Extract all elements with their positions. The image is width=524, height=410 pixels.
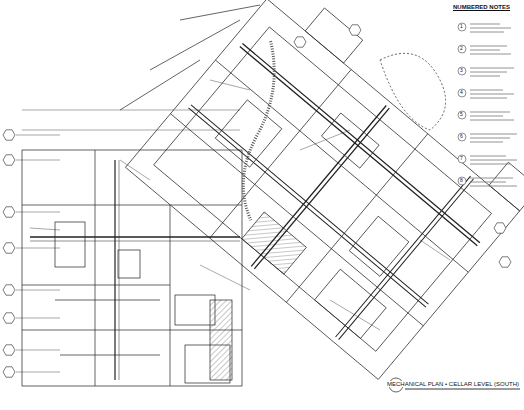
note-number: 4 bbox=[459, 90, 464, 95]
diagonal-wing bbox=[125, 0, 524, 379]
note-number: 3 bbox=[459, 68, 464, 73]
note-number: 6 bbox=[459, 134, 464, 139]
grid-bubbles bbox=[3, 25, 511, 377]
note-number: 1 bbox=[459, 24, 464, 29]
note-number: 5 bbox=[459, 112, 464, 117]
orthogonal-wing bbox=[22, 150, 242, 386]
notes-heading: NUMBERED NOTES bbox=[452, 4, 511, 10]
note-number: 7 bbox=[459, 156, 464, 161]
note-text-lines bbox=[458, 23, 517, 186]
leader-lines bbox=[16, 80, 450, 372]
drawing-title: MECHANICAL PLAN • CELLAR LEVEL (SOUTH) bbox=[386, 381, 520, 387]
note-number: 2 bbox=[459, 46, 464, 51]
site-lines bbox=[22, 5, 446, 130]
note-number: 8 bbox=[459, 178, 464, 183]
